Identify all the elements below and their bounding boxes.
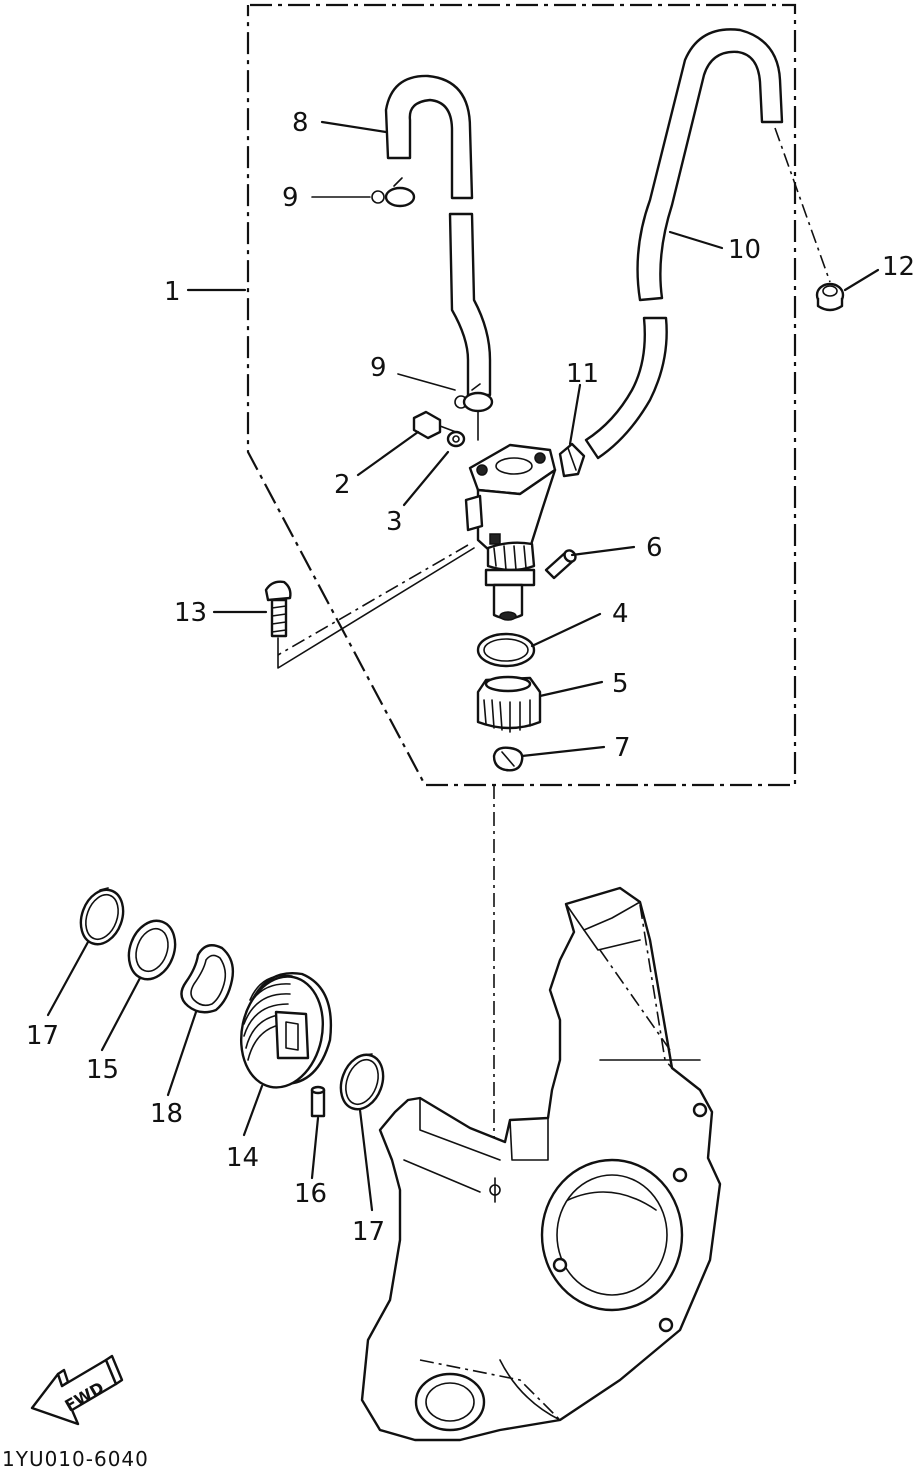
callout-16: 16 [294, 1179, 327, 1209]
callout-14: 14 [226, 1143, 259, 1173]
callout-leader-3 [402, 450, 450, 507]
callout-leader-2 [356, 430, 420, 477]
callout-9-lower: 9 [370, 353, 387, 383]
pump-to-bolt-leader [277, 544, 469, 656]
washer-15 [127, 919, 177, 981]
callout-15: 15 [86, 1055, 119, 1085]
hose-clip-lower [397, 373, 494, 441]
callout-5: 5 [612, 669, 629, 699]
callout-leader-18 [166, 1010, 198, 1097]
callout-7: 7 [614, 733, 631, 763]
callout-leader-4 [530, 612, 602, 648]
oil-pump-body [464, 443, 557, 621]
o-ring-4 [476, 632, 536, 668]
hose-fitting-11 [558, 442, 586, 478]
seal-18 [180, 944, 235, 1014]
callout-leader-15 [100, 976, 142, 1052]
callout-leader-12 [843, 268, 880, 292]
drive-gear-14 [239, 971, 332, 1089]
bolt-13-bracket [277, 547, 475, 669]
callout-10: 10 [728, 235, 761, 265]
callout-leader-6 [570, 545, 636, 557]
circlip-17-right [339, 1053, 385, 1111]
callout-11: 11 [566, 359, 599, 389]
callout-4: 4 [612, 599, 629, 629]
callout-18: 18 [150, 1099, 183, 1129]
callout-leader-17b [358, 1108, 374, 1212]
callout-3: 3 [386, 507, 403, 537]
screw-2 [412, 410, 457, 440]
assembly-boundary [246, 3, 797, 787]
callout-9-upper: 9 [282, 183, 299, 213]
callout-leader-8 [320, 120, 388, 134]
hose-right [584, 28, 784, 460]
callout-17-right: 17 [352, 1217, 385, 1247]
bolt-13 [264, 580, 292, 638]
gear-5 [476, 675, 542, 733]
circlip-7 [492, 746, 524, 772]
callout-leader-14 [242, 1084, 264, 1137]
pin-6 [544, 549, 577, 580]
callout-leader-17a [46, 940, 90, 1017]
washer-3 [446, 430, 466, 448]
callout-2: 2 [334, 470, 351, 500]
callout-leader-11 [568, 383, 582, 446]
hose-upper-left [384, 74, 492, 397]
callout-leader-10 [668, 230, 724, 250]
callout-leader-5 [538, 680, 604, 698]
callout-leader-16 [310, 1116, 320, 1180]
crankcase-cover [360, 886, 722, 1442]
circlip-17-left [79, 887, 125, 946]
callout-leader-7 [520, 745, 606, 758]
dowel-pin-16 [310, 1085, 326, 1118]
hose-clip-upper [311, 177, 416, 208]
callout-1: 1 [164, 277, 181, 307]
callout-17-left: 17 [26, 1021, 59, 1051]
callout-12: 12 [882, 252, 915, 282]
hose-cap [815, 282, 845, 312]
diagram-code: 1YU010-6040 [2, 1447, 149, 1471]
callout-6: 6 [646, 533, 663, 563]
callout-13: 13 [174, 598, 207, 628]
callout-leader-12-dash [774, 127, 831, 283]
callout-8: 8 [292, 108, 309, 138]
fwd-arrow-icon [30, 1354, 124, 1426]
